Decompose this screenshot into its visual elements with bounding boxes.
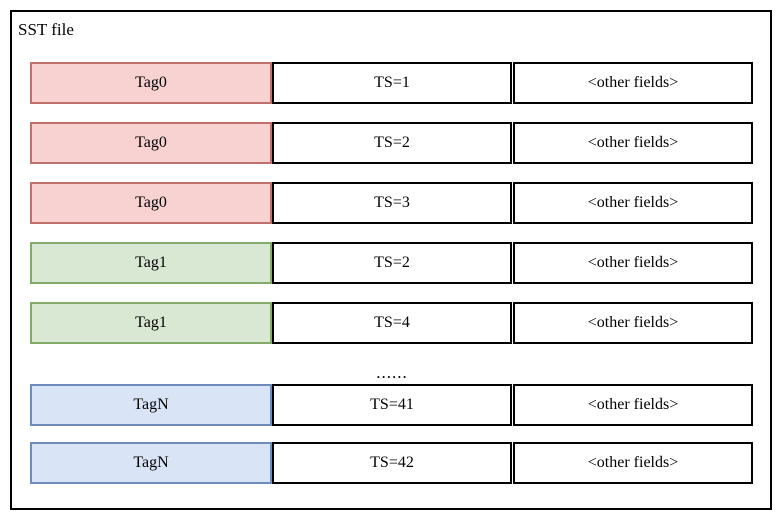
record-other-fields-cell: <other fields>	[513, 62, 753, 104]
record-timestamp-cell: TS=41	[272, 384, 512, 426]
sst-file-container: SST file Tag0 TS=1 <other fields> Tag0 T…	[10, 10, 772, 510]
record-timestamp-cell: TS=2	[272, 242, 512, 284]
record-tag-cell: Tag0	[30, 122, 272, 164]
record-tag-cell: Tag0	[30, 182, 272, 224]
record-tag-cell: TagN	[30, 442, 272, 484]
record-other-fields-cell: <other fields>	[513, 384, 753, 426]
record-timestamp-cell: TS=1	[272, 62, 512, 104]
record-tag-cell: Tag0	[30, 62, 272, 104]
record-other-fields-cell: <other fields>	[513, 122, 753, 164]
record-tag-cell: TagN	[30, 384, 272, 426]
record-timestamp-cell: TS=2	[272, 122, 512, 164]
records-ellipsis: ......	[376, 363, 408, 382]
sst-file-title: SST file	[18, 20, 74, 39]
record-timestamp-cell: TS=3	[272, 182, 512, 224]
record-other-fields-cell: <other fields>	[513, 302, 753, 344]
record-other-fields-cell: <other fields>	[513, 182, 753, 224]
record-tag-cell: Tag1	[30, 242, 272, 284]
record-other-fields-cell: <other fields>	[513, 442, 753, 484]
record-other-fields-cell: <other fields>	[513, 242, 753, 284]
record-tag-cell: Tag1	[30, 302, 272, 344]
record-timestamp-cell: TS=4	[272, 302, 512, 344]
record-timestamp-cell: TS=42	[272, 442, 512, 484]
